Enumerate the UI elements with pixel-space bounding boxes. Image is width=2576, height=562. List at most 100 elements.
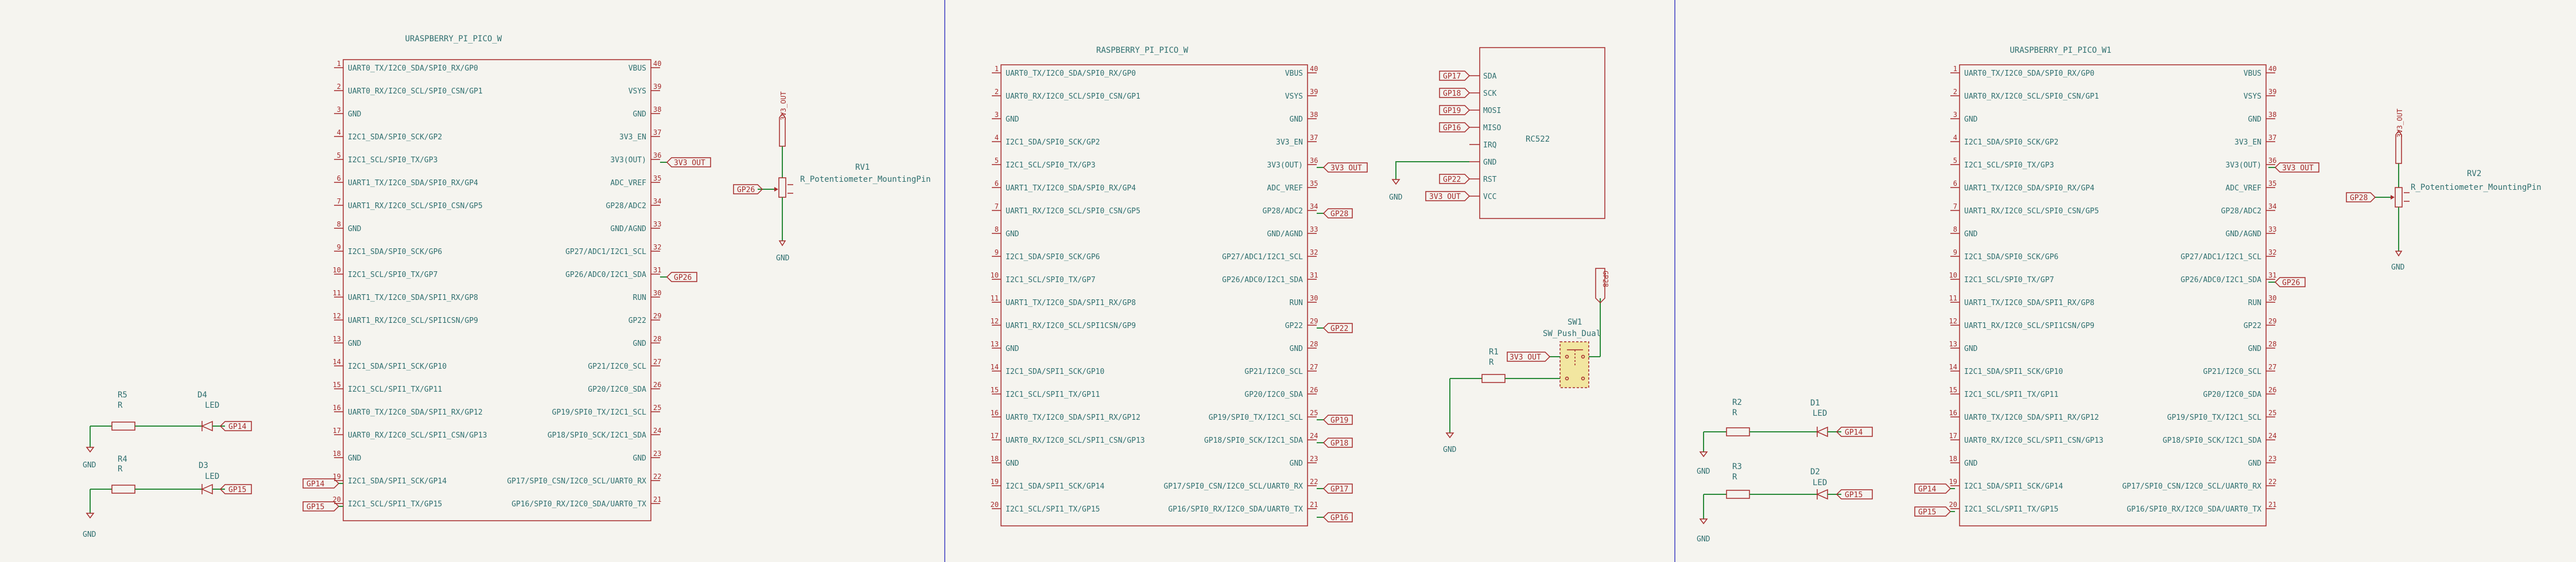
rc522-net-label [1439,105,1471,115]
rc522-pin-name: IRQ [1483,141,1497,150]
pin-number-left: 2 [995,88,999,96]
pin-number-left: 16 [1949,409,1957,417]
pico-symbol-sheet2: 1UART0_TX/I2C0_SDA/SPI0_RX/GP040VBUS2UAR… [991,64,1318,526]
pin-number-left: 6 [995,179,999,188]
svg-text:GP14: GP14 [307,480,324,489]
pin-number-right: 40 [653,60,661,68]
pin-name-left: I2C1_SDA/SPI0_SCK/GP6 [1964,253,2058,262]
pin-number-right: 24 [653,427,661,435]
pin-number-left: 10 [1949,271,1957,279]
pin-name-right: GP19/SPI0_TX/I2C1_SCL [552,408,647,417]
pin-number-right: 22 [2268,478,2276,486]
svg-text:R: R [1732,408,1737,417]
resistor-r1: R1 R GND [1443,348,1550,454]
svg-text:GP14: GP14 [1918,485,1936,494]
pin-name-right: 3V3(OUT) [2225,161,2261,170]
pin-number-right: 34 [653,197,661,205]
pin-name-right: GP21/I2C0_SCL [588,362,646,371]
pin-number-left: 12 [991,317,999,325]
pin-name-left: UART0_RX/I2C0_SCL/SPI1_CSN/GP13 [348,431,487,440]
pin-number-right: 26 [1310,386,1318,394]
pin-name-right: 3V3(OUT) [610,156,646,165]
rc522-net-label [1439,174,1471,184]
pin-number-left: 11 [1949,294,1957,302]
pin-number-right: 28 [1310,340,1318,348]
pin-name-left: I2C1_SDA/SPI0_SCK/GP2 [1964,138,2058,147]
svg-text:3V3_OUT: 3V3_OUT [2282,164,2314,173]
pin-name-right: ADC_VREF [2225,184,2261,193]
pin-name-left: GND [1006,230,1019,239]
pin-number-right: 28 [2268,340,2276,348]
pin-number-right: 29 [2268,317,2276,325]
svg-text:GP14: GP14 [228,423,246,431]
rc522-pin-name: RST [1483,175,1497,184]
potentiometer-rv1: 3V3_OUT GP26 RV1 R_Potentiometer_Mountin… [733,91,931,263]
rc522-pin-name: VCC [1483,193,1496,201]
pin-name-left: UART1_RX/I2C0_SCL/SPI1CSN/GP9 [1006,322,1136,330]
pin-number-left: 12 [333,312,341,320]
resistor-r3: R3 R GND [1697,462,1817,544]
pin-name-right: GP22 [2244,322,2261,330]
pin-number-right: 26 [2268,386,2276,394]
pin-name-left: UART1_RX/I2C0_SCL/SPI0_CSN/GP5 [1006,207,1140,216]
rc522-module: RC522 GND SDAGP17SCKGP18MOSIGP19MISOGP16… [1389,47,1605,219]
pin-name-left: UART0_RX/I2C0_SCL/SPI0_CSN/GP1 [1006,92,1140,101]
pin-name-right: GND [1290,459,1303,468]
pin-name-right: RUN [1290,299,1303,307]
pin-name-right: 3V3_EN [619,133,646,142]
svg-text:GND: GND [83,530,96,539]
pin-number-right: 35 [653,174,661,182]
pin-number-right: 30 [2268,294,2276,302]
pin-number-right: 23 [1310,455,1318,463]
pico-body [1959,64,2267,526]
svg-text:D3: D3 [199,461,208,470]
pin-number-right: 38 [1310,111,1318,119]
pin-name-left: UART0_TX/I2C0_SDA/SPI0_RX/GP0 [1006,69,1136,78]
pin-name-left: I2C1_SCL/SPI1_TX/GP15 [348,500,442,509]
rc522-net-label [1439,71,1471,81]
pin-number-left: 15 [1949,386,1957,394]
svg-text:GP15: GP15 [307,503,324,512]
net-label-gp22-sheet2: GP22 [1317,323,1353,333]
pin-name-right: RUN [633,294,646,302]
pin-name-right: VBUS [1285,69,1303,78]
pin-name-right: GP18/SPI0_SCK/I2C1_SDA [2163,436,2261,445]
pin-name-left: I2C1_SCL/SPI1_TX/GP15 [1006,505,1100,514]
pin-name-right: GP17/SPI0_CSN/I2C0_SCL/UART0_RX [507,477,646,486]
pin-number-left: 7 [995,202,999,210]
pin-number-right: 30 [1310,294,1318,302]
svg-text:GP15: GP15 [1845,491,1863,499]
pin-number-right: 31 [653,266,661,274]
pin-number-right: 37 [2268,134,2276,142]
pin-name-left: UART1_RX/I2C0_SCL/SPI0_CSN/GP5 [348,202,483,210]
pin-number-left: 3 [995,111,999,119]
pico-body [1000,64,1308,526]
pin-name-left: UART0_TX/I2C0_SDA/SPI0_RX/GP0 [348,64,478,73]
pin-name-right: GP18/SPI0_SCK/I2C1_SDA [1204,436,1303,445]
pin-number-left: 9 [995,248,999,256]
pin-number-right: 27 [653,358,661,366]
pin-name-right: GP28/ADC2 [2221,207,2261,216]
pin-number-right: 33 [2268,225,2276,233]
pin-number-right: 21 [653,495,661,504]
pin-number-right: 25 [2268,409,2276,417]
pin-number-right: 35 [2268,179,2276,188]
pin-number-left: 2 [1953,88,1957,96]
pin-number-left: 2 [337,83,341,91]
pin-name-left: I2C1_SDA/SPI1_SCK/GP14 [348,477,447,486]
pin-name-left: GND [348,339,362,348]
pin-number-right: 27 [2268,363,2276,371]
net-label-3v3-sheet2: 3V3_OUT [1317,162,1368,173]
svg-text:3V3_OUT: 3V3_OUT [779,91,787,120]
pin-number-left: 11 [333,289,341,297]
svg-text:GP17: GP17 [1330,485,1348,494]
pin-number-left: 13 [991,340,999,348]
pin-number-left: 18 [333,450,341,458]
pin-name-right: GP27/ADC1/I2C1_SCL [2181,253,2261,262]
svg-text:GP22: GP22 [1330,325,1348,333]
pin-name-right: GND [1290,115,1303,124]
pin-number-right: 39 [1310,88,1318,96]
pin-name-left: I2C1_SDA/SPI1_SCK/GP14 [1006,482,1104,491]
pin-name-right: GND/AGND [610,225,646,233]
pin-name-right: GND [633,454,647,463]
